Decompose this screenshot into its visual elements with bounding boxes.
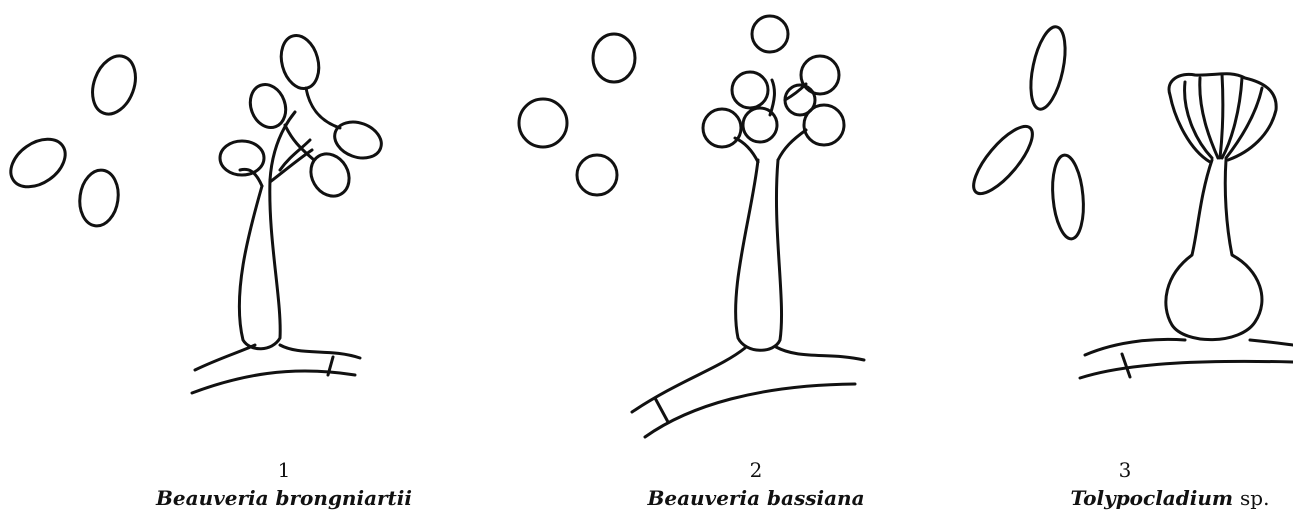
panel-2-number: 2 <box>750 458 763 482</box>
conidium <box>703 109 741 147</box>
hypha <box>645 384 855 437</box>
panel-1-genus: Beauveria <box>156 486 269 510</box>
hypha <box>192 371 355 393</box>
conidium <box>1049 154 1086 240</box>
septum <box>1122 354 1130 377</box>
panel-2-drawing <box>519 16 864 437</box>
conidium <box>1220 74 1223 158</box>
panel-1-number: 1 <box>278 458 291 482</box>
conidium <box>577 155 617 195</box>
rachis <box>735 80 806 162</box>
panel-2-caption: Beauveria bassiana <box>647 486 864 510</box>
rachis <box>240 169 262 186</box>
panel-3-number: 3 <box>1119 458 1132 482</box>
conidium <box>593 34 635 82</box>
conidium <box>743 108 777 142</box>
conidium <box>1226 88 1262 158</box>
panel-3-drawing <box>965 24 1293 378</box>
hypha <box>632 347 864 412</box>
conidium <box>76 168 121 229</box>
septum <box>655 398 668 422</box>
panel-3-caption: Tolypocladium sp. <box>1071 486 1270 510</box>
hypha <box>195 345 360 370</box>
panel-1-epithet: brongniartii <box>276 486 412 510</box>
conidiophore <box>239 180 280 349</box>
hypha <box>1080 361 1293 378</box>
conidium <box>2 129 74 196</box>
panel-1-drawing <box>2 31 386 393</box>
conidium <box>85 50 143 120</box>
rachis <box>270 112 312 182</box>
conidium <box>732 72 768 108</box>
panel-3-genus: Tolypocladium <box>1071 486 1234 510</box>
conidium <box>804 105 844 145</box>
conidium <box>965 118 1042 202</box>
phialide <box>1166 160 1262 340</box>
panel-2-epithet: bassiana <box>767 486 865 510</box>
panel-3-suffix: sp. <box>1240 486 1269 510</box>
conidiophore <box>736 160 782 350</box>
conidium <box>752 16 788 52</box>
panel-2-genus: Beauveria <box>647 486 760 510</box>
conidium <box>276 31 325 92</box>
hypha <box>1085 339 1293 355</box>
conidium <box>1025 24 1072 112</box>
conidium <box>1185 82 1212 158</box>
conidium <box>519 99 567 147</box>
conidium <box>1222 78 1242 158</box>
conidium <box>801 56 839 94</box>
panel-1-caption: Beauveria brongniartii <box>156 486 412 510</box>
